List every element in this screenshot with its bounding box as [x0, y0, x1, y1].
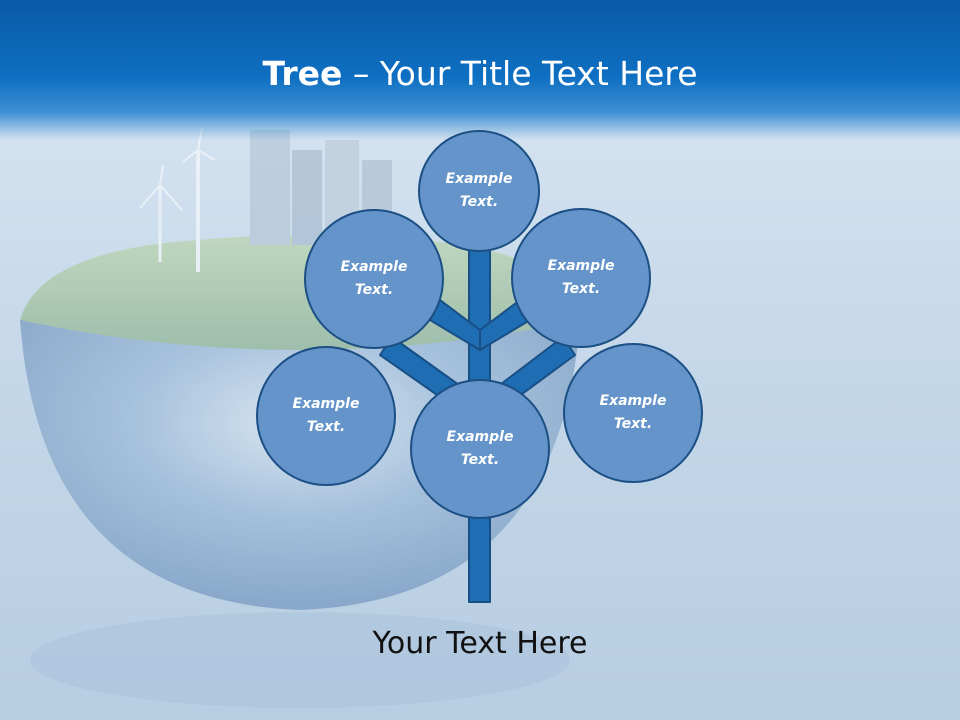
title-rest: – Your Title Text Here — [342, 54, 698, 93]
node-label: Example Text. — [599, 393, 667, 432]
slide-title: Tree – Your Title Text Here — [0, 52, 960, 96]
node-label: Example Text. — [292, 396, 360, 435]
node-label: Example Text. — [446, 429, 514, 468]
node-label: Example Text. — [445, 171, 513, 210]
tree-node-lower-left[interactable]: Example Text. — [256, 346, 396, 486]
tree-node-upper-left[interactable]: Example Text. — [304, 209, 444, 349]
tree-node-center[interactable]: Example Text. — [410, 379, 550, 519]
title-bold: Tree — [262, 54, 343, 93]
node-label: Example Text. — [547, 258, 615, 297]
tree-node-lower-right[interactable]: Example Text. — [563, 343, 703, 483]
title-bar — [0, 0, 960, 140]
tree-node-top[interactable]: Example Text. — [418, 130, 540, 252]
node-label: Example Text. — [340, 259, 408, 298]
tree-node-upper-right[interactable]: Example Text. — [511, 208, 651, 348]
slide-caption[interactable]: Your Text Here — [372, 626, 588, 661]
